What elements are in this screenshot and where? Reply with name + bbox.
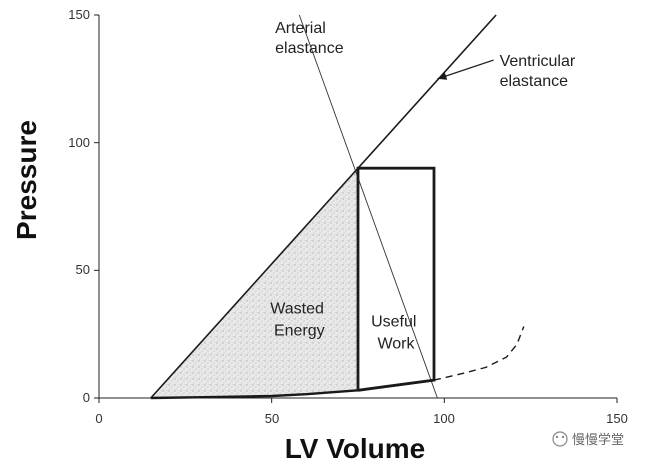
useful-label-line-1: Useful	[371, 314, 416, 331]
y-axis-title: Pressure	[11, 120, 42, 240]
watermark-text: 慢慢学堂	[572, 432, 624, 448]
y-tick-label-50: 50	[76, 262, 90, 277]
ventricular-label-line-1: Ventricular	[500, 53, 576, 70]
y-tick-label-100: 100	[68, 135, 90, 150]
arterial-elastance-label: Arterial elastance	[275, 20, 344, 57]
useful-label-line-2: Work	[377, 336, 415, 353]
watermark-icon-dot-2	[561, 435, 565, 439]
watermark-icon	[552, 431, 568, 447]
ventricular-elastance-label: Ventricular elastance	[500, 53, 580, 90]
x-tick-label-150: 150	[606, 411, 628, 426]
ventricular-arrowhead	[437, 72, 448, 80]
arterial-label-line-2: elastance	[275, 40, 344, 57]
wasted-label-line-2: Energy	[274, 323, 325, 340]
x-tick-label-50: 50	[265, 411, 279, 426]
edpvr-dashed-extension	[433, 326, 525, 381]
useful-work-label: Useful Work	[371, 314, 421, 353]
wasted-energy-label: Wasted Energy	[270, 301, 328, 340]
arterial-elastance-line	[298, 14, 438, 399]
arterial-label-line-1: Arterial	[275, 20, 326, 37]
edpvr-curve	[150, 378, 435, 400]
watermark: 慢慢学堂	[552, 431, 624, 448]
y-tick-label-150: 150	[68, 7, 90, 22]
ventricular-arrow	[437, 59, 494, 80]
y-tick-label-0: 0	[83, 390, 90, 405]
watermark-icon-dot	[555, 435, 559, 439]
x-axis-title: LV Volume	[285, 433, 426, 464]
wasted-label-line-1: Wasted	[270, 301, 324, 318]
ventricular-label-line-2: elastance	[500, 73, 569, 90]
x-tick-label-0: 0	[95, 411, 102, 426]
x-tick-label-100: 100	[433, 411, 455, 426]
